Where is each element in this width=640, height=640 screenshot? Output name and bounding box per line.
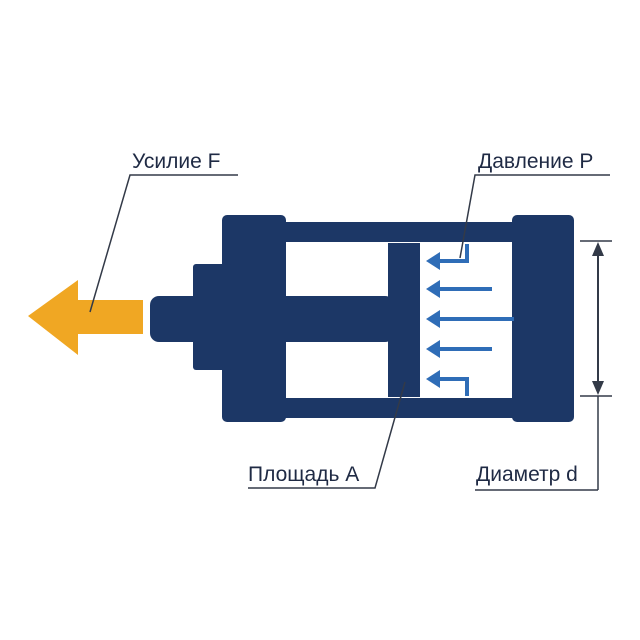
pressure-arrow-upper: [426, 280, 492, 298]
pressure-arrow-middle: [426, 310, 514, 328]
leader-lines: [89, 174, 610, 491]
diameter-arrowhead-top: [592, 242, 604, 256]
piston: [388, 243, 420, 397]
pressure-arrow-bottom: [426, 370, 469, 396]
force-arrow: [28, 280, 143, 355]
piston-rod: [150, 296, 394, 342]
force-leader: [89, 174, 238, 313]
pressure-leader: [459, 174, 610, 259]
cylinder-top-wall: [270, 222, 526, 242]
force-label: Усилие F: [132, 150, 221, 173]
area-leader: [248, 381, 406, 489]
pressure-arrow-top: [426, 244, 469, 270]
diameter-dimension: [580, 240, 612, 490]
pressure-label: Давление P: [478, 150, 593, 173]
diameter-arrowhead-bottom: [592, 381, 604, 395]
area-label: Площадь A: [248, 463, 359, 486]
diameter-label: Диаметр d: [476, 463, 578, 486]
pressure-arrows: [426, 244, 514, 396]
pressure-arrow-lower: [426, 340, 492, 358]
cylinder-body: [193, 215, 574, 422]
right-end-cap: [512, 215, 574, 422]
